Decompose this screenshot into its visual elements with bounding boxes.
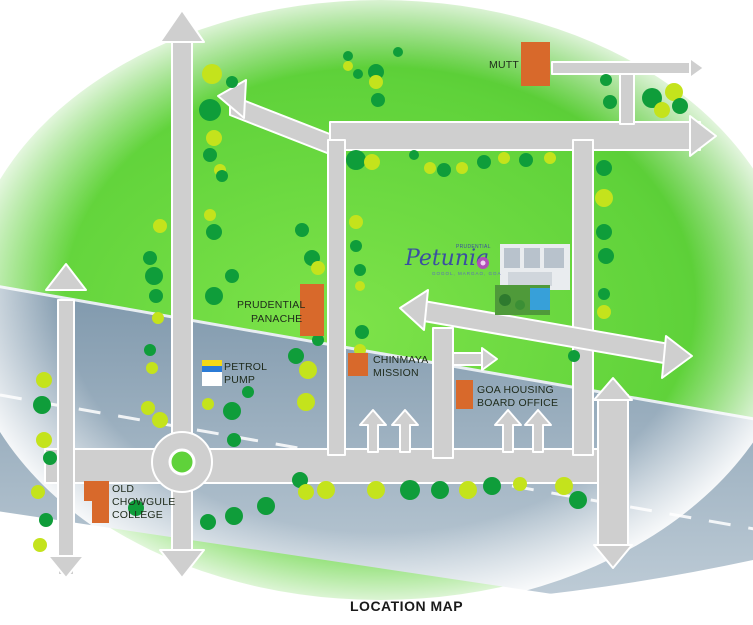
label-goa-housing-2: BOARD OFFICE: [477, 397, 558, 409]
trees: [31, 47, 688, 552]
label-old-chowgule-3: COLLEGE: [112, 509, 163, 521]
flower-center-icon: [480, 260, 486, 266]
label-prudential-panache-2: PANACHE: [251, 313, 302, 325]
label-chinmaya-mission-2: MISSION: [373, 367, 419, 379]
project-brand-top: PRUDENTIAL: [456, 244, 491, 250]
label-old-chowgule-1: OLD: [112, 483, 134, 495]
label-petrol-pump-1: PETROL: [224, 361, 267, 373]
petrol-pump-icon: [202, 360, 222, 386]
label-chinmaya-mission-1: CHINMAYA: [373, 354, 428, 366]
roads: [44, 9, 717, 579]
project-name: Petunia: [404, 246, 489, 271]
old-chowgule-block-top: [84, 481, 108, 501]
label-prudential-panache-1: PRUDENTIAL: [237, 299, 306, 311]
project-building: [495, 244, 570, 315]
label-goa-housing-1: GOA HOUSING: [477, 384, 554, 396]
roundabout-center: [168, 448, 196, 476]
project-logo: PRUDENTIAL Petunia GOGOL, MARGAO, GOA: [404, 244, 502, 276]
mutt-block: [521, 42, 550, 86]
prudential-panache-block: [300, 284, 324, 336]
label-mutt: MUTT: [489, 59, 519, 71]
bottom-white: [0, 560, 753, 625]
label-old-chowgule-2: CHOWGULE: [112, 496, 175, 508]
chinmaya-mission-block: [348, 353, 368, 376]
goa-housing-block: [456, 380, 473, 409]
project-tagline: GOGOL, MARGAO, GOA: [432, 271, 502, 276]
map-title: LOCATION MAP: [350, 598, 463, 614]
label-petrol-pump-2: PUMP: [224, 374, 255, 386]
